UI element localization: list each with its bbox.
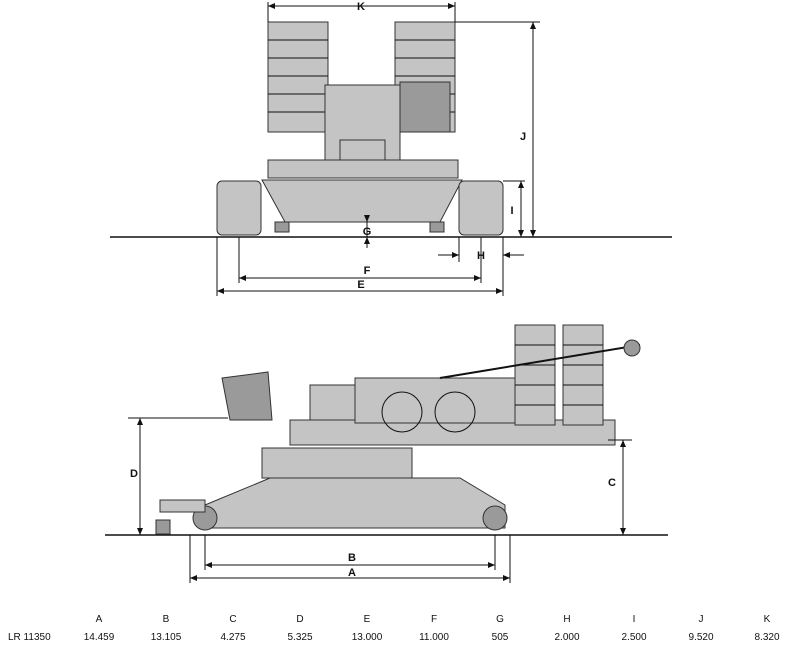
front-cab <box>399 81 451 133</box>
col-header-a: A <box>95 614 103 625</box>
side-support-leg <box>159 499 206 513</box>
dim-label-j: J <box>520 131 526 143</box>
dimension-table: LR 11350 A B C D E F G H I J K 14.459 13… <box>0 608 800 664</box>
dim-label-a: A <box>348 567 356 579</box>
dim-label-h: H <box>477 250 485 262</box>
side-counterweight <box>514 324 604 426</box>
value-k: 8.320 <box>754 632 780 643</box>
crane-dimension-drawing: K J I G H F E D C B A <box>105 1 672 583</box>
front-view <box>110 2 672 296</box>
value-j: 9.520 <box>688 632 714 643</box>
col-header-f: F <box>430 614 438 625</box>
model-name: LR 11350 <box>8 632 51 643</box>
value-h: 2.000 <box>554 632 580 643</box>
side-view <box>105 324 668 583</box>
dim-label-g: G <box>363 226 372 238</box>
dim-label-i: I <box>510 205 513 217</box>
side-cab <box>221 371 273 421</box>
col-header-j: J <box>698 614 704 625</box>
value-c: 4.275 <box>220 632 246 643</box>
front-walkway <box>267 159 459 179</box>
col-header-d: D <box>296 614 304 625</box>
dim-label-b: B <box>348 552 356 564</box>
value-d: 5.325 <box>287 632 313 643</box>
col-header-k: K <box>763 614 771 625</box>
value-g: 505 <box>491 632 509 643</box>
col-header-c: C <box>229 614 237 625</box>
side-carbody <box>261 447 413 479</box>
value-i: 2.500 <box>621 632 647 643</box>
value-b: 13.105 <box>150 632 182 643</box>
dim-label-e: E <box>357 279 364 291</box>
side-crawler <box>204 477 506 529</box>
col-header-b: B <box>162 614 170 625</box>
dim-label-c: C <box>608 477 616 489</box>
col-header-i: I <box>632 614 636 625</box>
value-a: 14.459 <box>83 632 115 643</box>
front-carbody <box>261 179 463 223</box>
dim-label-d: D <box>130 468 138 480</box>
dim-label-f: F <box>364 265 371 277</box>
col-header-h: H <box>563 614 571 625</box>
front-crawler-right <box>458 180 504 236</box>
col-header-e: E <box>363 614 371 625</box>
front-counterweight-left <box>267 21 329 133</box>
side-superstructure <box>289 419 616 446</box>
dim-label-k: K <box>357 1 365 13</box>
value-f: 11.000 <box>419 632 449 643</box>
front-crawler-left <box>216 180 262 236</box>
value-e: 13.000 <box>351 632 383 643</box>
col-header-g: G <box>496 614 504 625</box>
